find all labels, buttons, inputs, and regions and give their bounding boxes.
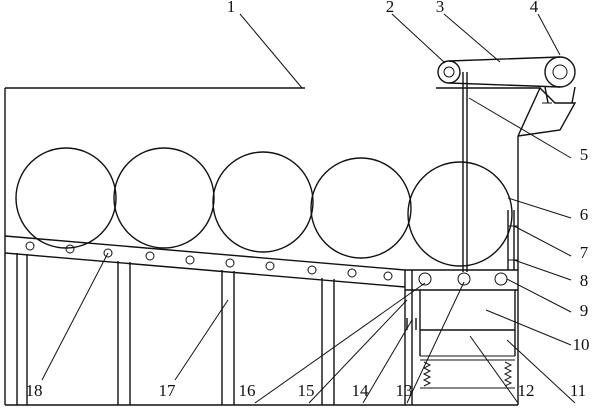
callout-14: 14 [352, 381, 370, 400]
callout-labels: 1 2 3 4 5 6 7 8 9 10 11 12 13 14 15 16 1… [26, 0, 590, 400]
drive-belt [448, 56, 561, 88]
callout-9: 9 [580, 301, 589, 320]
callout-2: 2 [386, 0, 395, 16]
support-legs [16, 253, 335, 405]
inclined-track [4, 235, 406, 288]
drum [212, 151, 314, 253]
callout-4: 4 [530, 0, 539, 16]
drive-pulley [437, 60, 461, 84]
drum [113, 147, 215, 249]
callout-13: 13 [396, 381, 413, 400]
support-block [419, 290, 516, 356]
vertical-shaft [462, 72, 468, 272]
callout-10: 10 [573, 335, 590, 354]
track-roller [25, 241, 35, 251]
callout-3: 3 [436, 0, 445, 16]
side-guide [507, 210, 515, 270]
callout-11: 11 [570, 381, 586, 400]
callout-15: 15 [298, 381, 315, 400]
guide-pin [508, 225, 518, 261]
main-housing [4, 87, 468, 405]
callout-16: 16 [239, 381, 256, 400]
track-roller [347, 268, 357, 278]
track-roller [145, 251, 155, 261]
platform-roller [418, 272, 432, 286]
drum-row [15, 147, 513, 267]
track-roller [265, 261, 275, 271]
callout-17: 17 [159, 381, 177, 400]
platform-roller [494, 272, 508, 286]
track-roller [65, 244, 75, 254]
callout-5: 5 [580, 145, 589, 164]
track-roller [185, 255, 195, 265]
hopper-chute [468, 87, 577, 137]
lift-platform [404, 269, 518, 405]
platform-roller [457, 272, 471, 286]
callout-12: 12 [518, 381, 535, 400]
track-roller [383, 271, 393, 281]
track-roller [307, 265, 317, 275]
leader-lines [41, 13, 576, 404]
callout-6: 6 [580, 205, 589, 224]
callout-8: 8 [580, 271, 589, 290]
motor-pulley [544, 56, 576, 88]
callout-7: 7 [580, 243, 589, 262]
track-roller [225, 258, 235, 268]
motor-bracket [544, 86, 576, 104]
drum [310, 157, 412, 259]
track-rollers [25, 241, 393, 281]
drum [15, 147, 117, 249]
drum [407, 161, 513, 267]
callout-1: 1 [227, 0, 236, 16]
springs [420, 355, 515, 389]
callout-18: 18 [26, 381, 43, 400]
track-roller [103, 248, 113, 258]
